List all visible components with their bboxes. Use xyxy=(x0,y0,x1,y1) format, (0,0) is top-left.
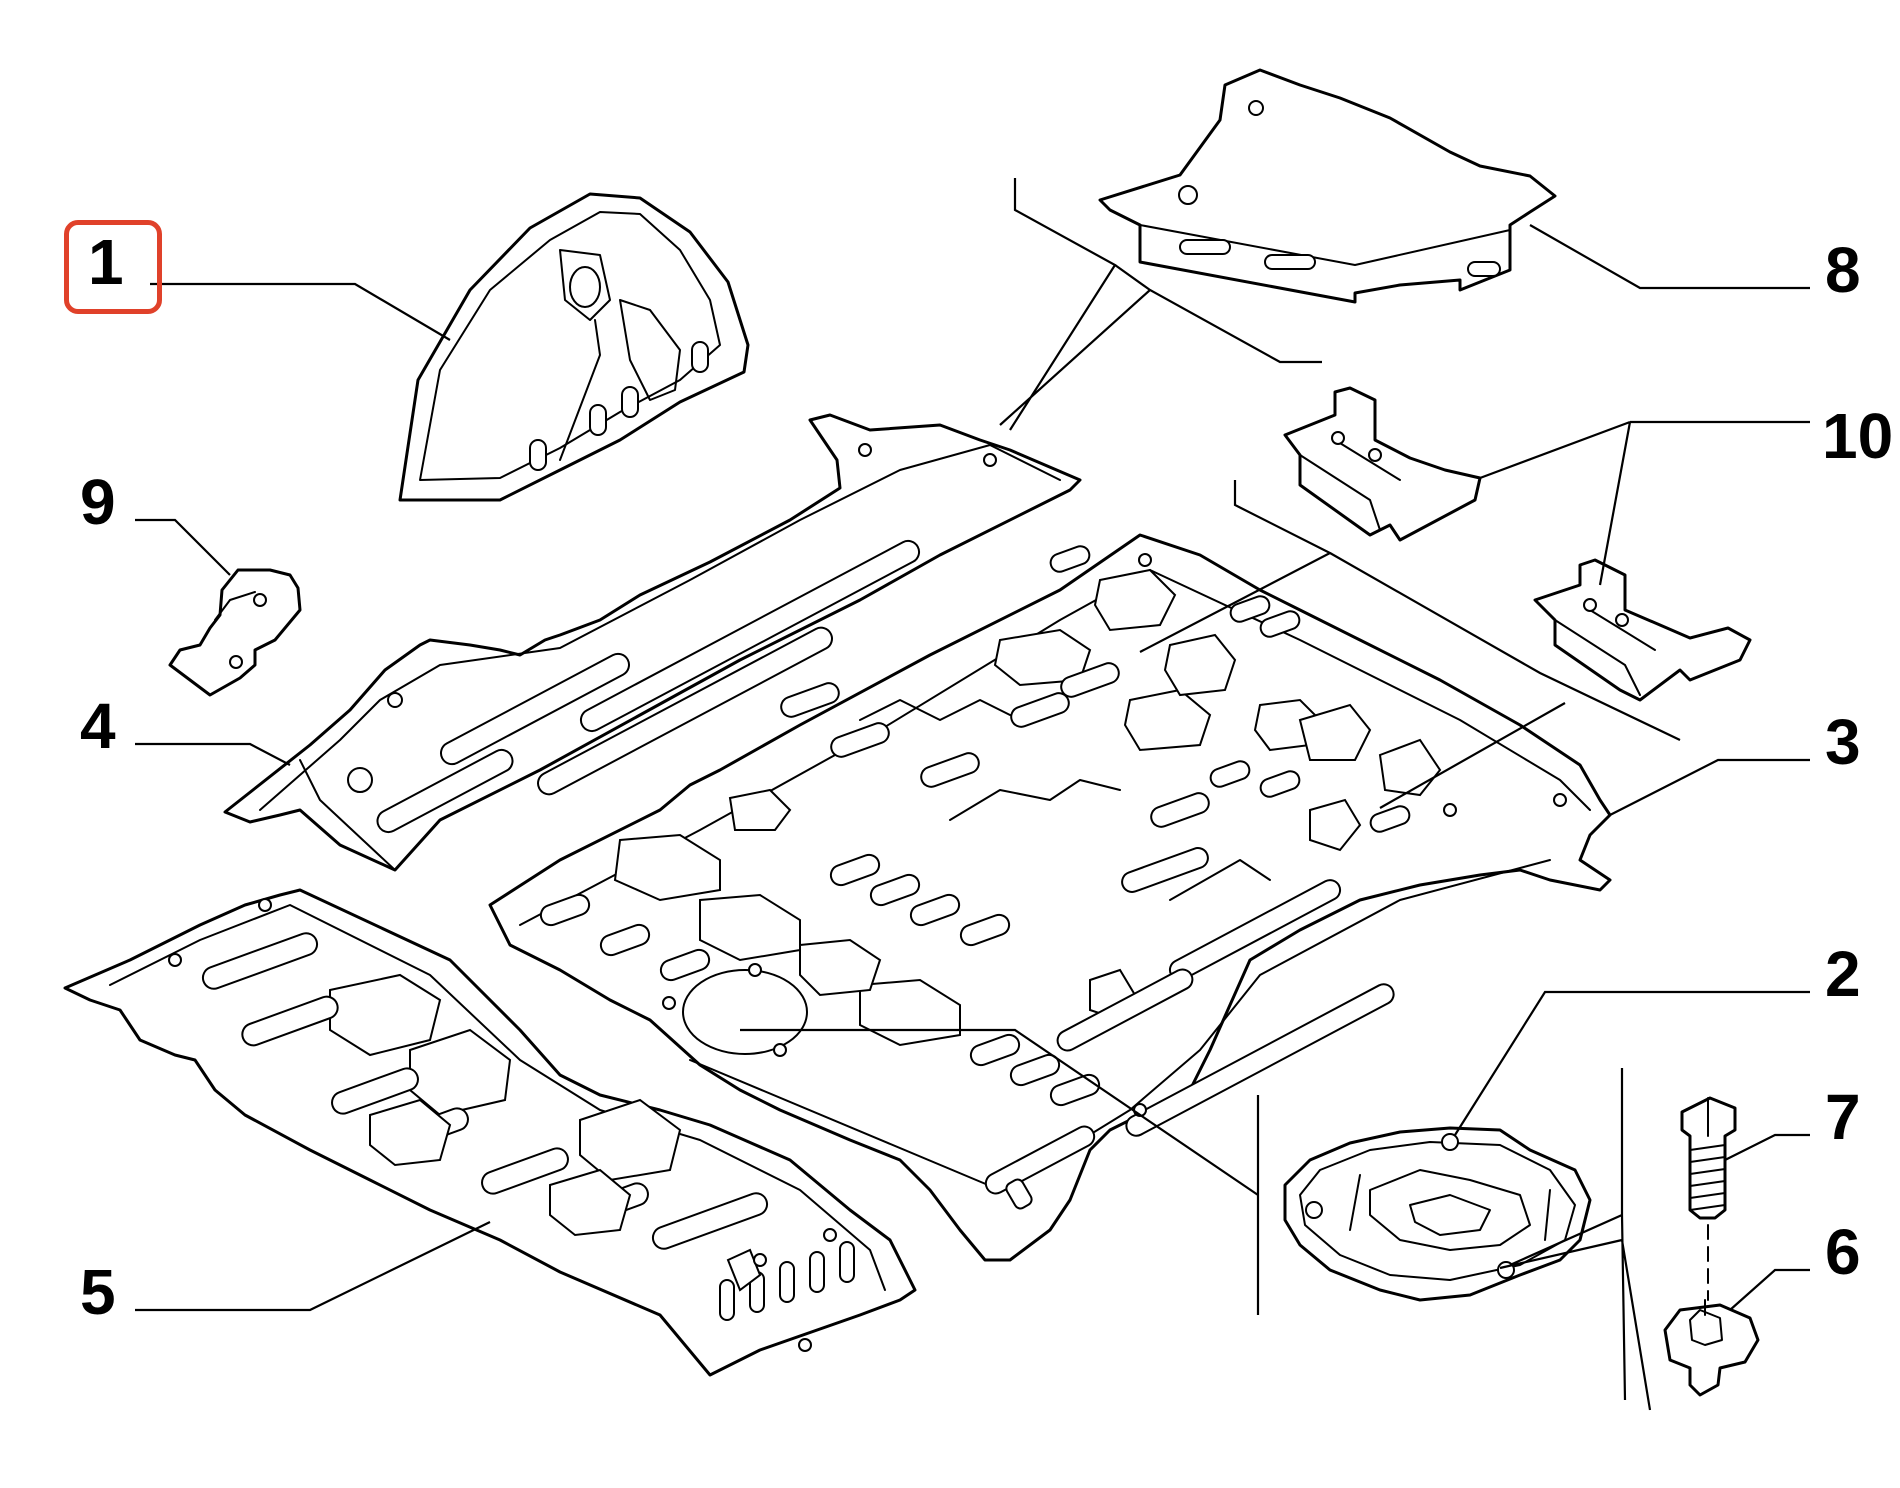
callout-8[interactable]: 8 xyxy=(1825,234,1861,306)
part-8-rear-bracket[interactable] xyxy=(1098,68,1557,304)
group-bracket-middle xyxy=(1139,480,1681,809)
part-2-spare-wheel-plate[interactable] xyxy=(1283,1126,1592,1302)
part-3-rear-floor-panel[interactable] xyxy=(488,533,1612,1262)
leader-8 xyxy=(1529,224,1810,290)
part-4-side-rail[interactable] xyxy=(223,413,1082,872)
part-9-small-plate[interactable] xyxy=(168,568,302,697)
callout-2[interactable]: 2 xyxy=(1825,938,1861,1010)
group-bracket-lower xyxy=(740,1028,1260,1315)
leader-10 xyxy=(1479,420,1810,586)
leader-lines xyxy=(135,178,1810,1411)
leader-4 xyxy=(135,742,291,766)
callout-6[interactable]: 6 xyxy=(1825,1216,1861,1288)
part-10-bracket-lower[interactable] xyxy=(1533,558,1752,702)
leader-5 xyxy=(135,1221,491,1312)
part-1-wheel-arch-panel[interactable] xyxy=(398,192,750,502)
callout-4[interactable]: 4 xyxy=(80,690,116,762)
leader-1 xyxy=(150,282,451,341)
callout-1[interactable]: 1 xyxy=(88,226,124,298)
callout-3[interactable]: 3 xyxy=(1825,706,1861,778)
callout-7[interactable]: 7 xyxy=(1825,1081,1861,1153)
group-bracket-top xyxy=(999,178,1322,431)
part-10-bracket-upper[interactable] xyxy=(1283,386,1482,542)
part-5-front-floor-panel[interactable] xyxy=(63,888,917,1377)
selected-callout-highlight xyxy=(64,220,162,314)
part-7-bolt[interactable] xyxy=(1680,1096,1737,1301)
leader-7 xyxy=(1724,1133,1810,1161)
callout-5[interactable]: 5 xyxy=(80,1256,116,1328)
leader-9 xyxy=(135,518,231,576)
callout-10[interactable]: 10 xyxy=(1822,400,1894,472)
callout-9[interactable]: 9 xyxy=(80,466,116,538)
leader-3 xyxy=(1609,758,1810,816)
leader-2 xyxy=(1454,990,1810,1136)
part-6-clip-nut[interactable] xyxy=(1663,1299,1760,1397)
leader-6 xyxy=(1729,1268,1810,1311)
